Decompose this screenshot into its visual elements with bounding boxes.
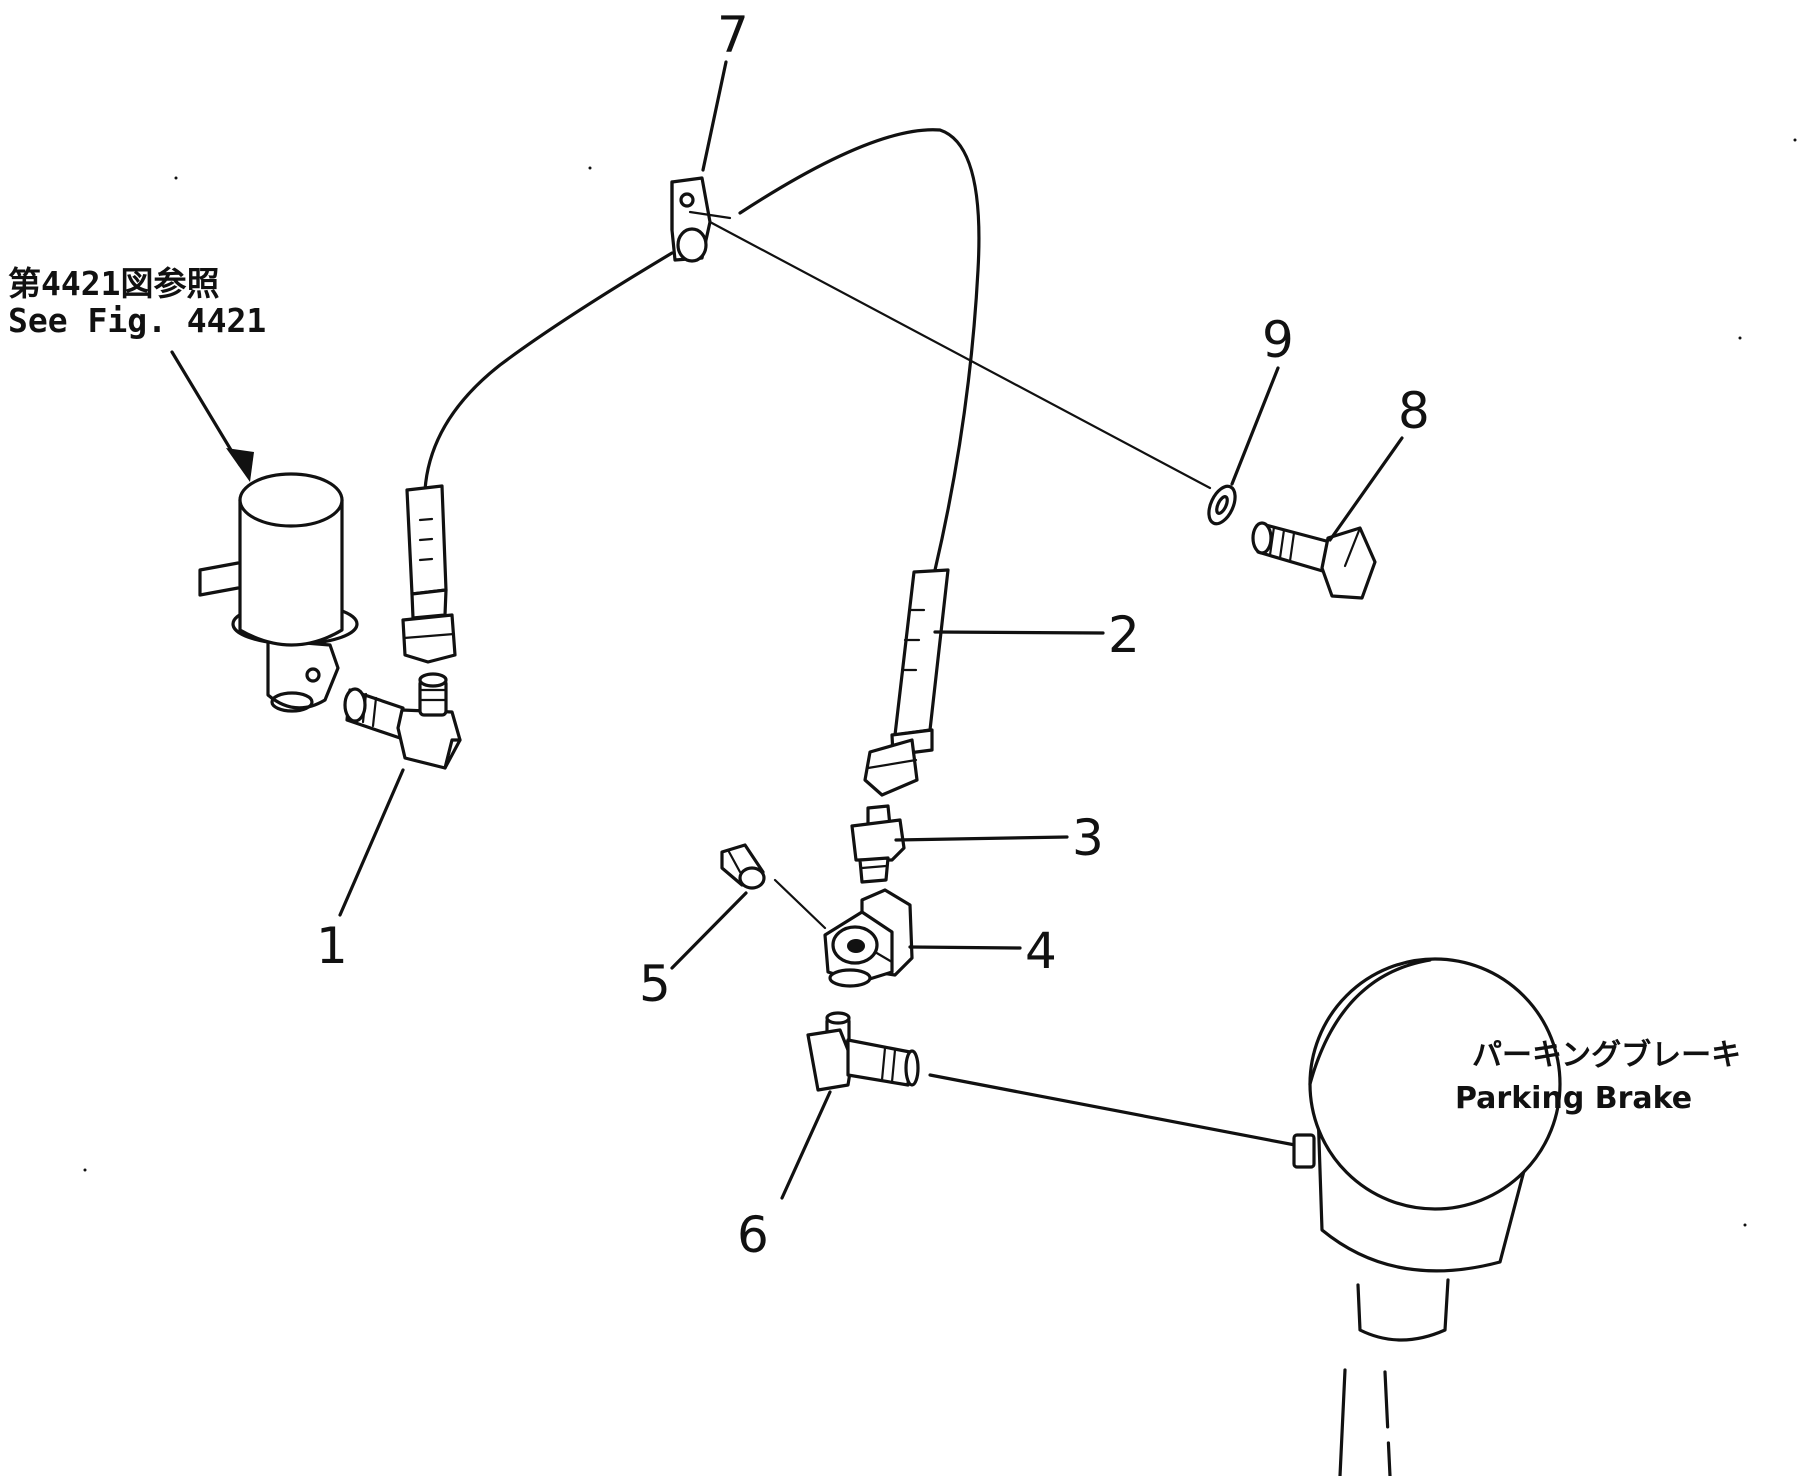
bolt-alignment-line	[708, 220, 1212, 490]
callout-6: 6	[737, 1206, 769, 1264]
scan-specks	[83, 138, 1797, 1227]
reference-note-english: See Fig. 4421	[8, 301, 266, 340]
reference-note-japanese: 第4421図参照	[8, 264, 219, 303]
part-9-washer	[1207, 484, 1237, 526]
leader-4	[908, 945, 1022, 950]
callout-3: 3	[1072, 809, 1104, 867]
parking-brake-unit	[1292, 957, 1562, 1476]
part-2-hose	[738, 128, 981, 797]
leader-2	[933, 630, 1105, 635]
parking-brake-hose	[928, 1073, 1297, 1147]
destination-note-japanese: パーキングブレーキ	[1472, 1038, 1741, 1073]
callout-8: 8	[1398, 382, 1430, 440]
callout-2: 2	[1108, 606, 1140, 664]
part-7-clip	[670, 176, 732, 263]
reference-arrow	[170, 350, 254, 482]
leader-7	[701, 60, 728, 172]
leader-5	[670, 891, 748, 970]
callout-1: 1	[316, 917, 348, 975]
leader-3	[894, 835, 1069, 842]
part-4-block	[823, 888, 914, 988]
callout-7: 7	[717, 6, 749, 64]
destination-note-english: Parking Brake	[1455, 1081, 1692, 1116]
part-1-elbow	[343, 672, 462, 770]
part-5-plug	[720, 843, 766, 890]
reservoir-tank	[198, 472, 359, 713]
leader-6	[780, 1090, 832, 1200]
leader-1	[338, 768, 405, 917]
part-6-elbow	[806, 1011, 920, 1092]
part-5-alignment-line	[773, 878, 827, 930]
leader-9	[1230, 366, 1280, 486]
part-8-bolt	[1251, 521, 1377, 600]
callout-4: 4	[1025, 922, 1057, 980]
callout-5: 5	[639, 955, 671, 1013]
part-3-adapter	[850, 804, 906, 884]
leader-8	[1328, 436, 1404, 542]
left-hose	[401, 251, 674, 664]
callout-9: 9	[1262, 311, 1294, 369]
